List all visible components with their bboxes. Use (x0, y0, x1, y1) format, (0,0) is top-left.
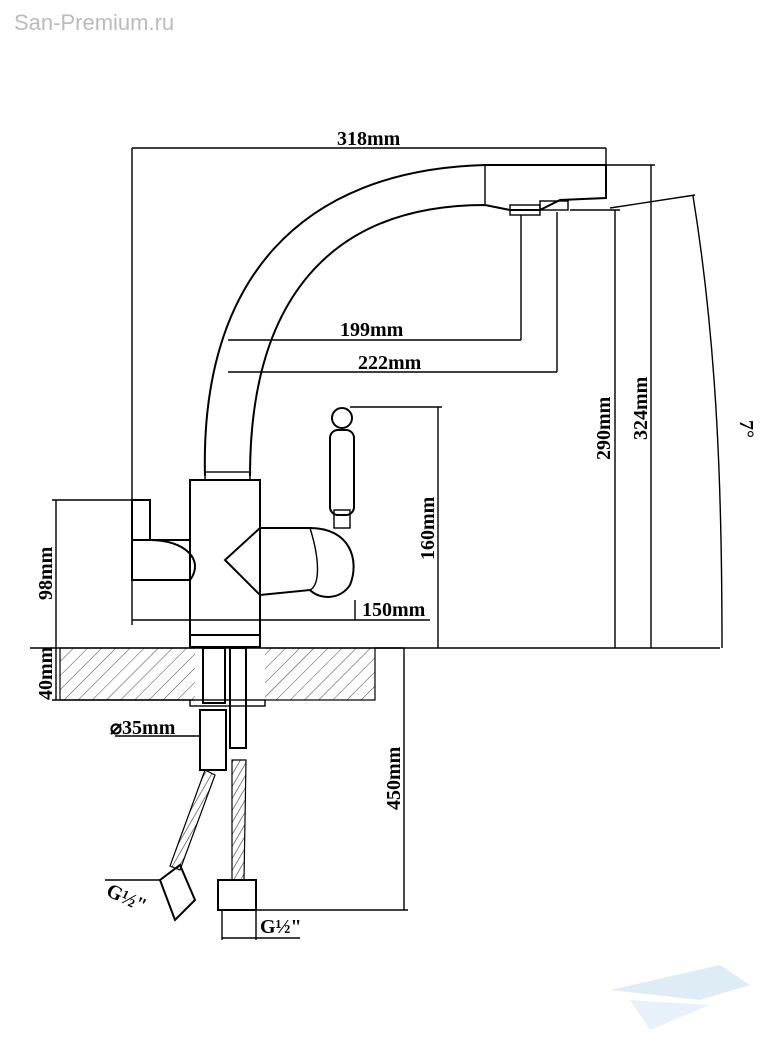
thread-left-label: G½" (103, 880, 150, 918)
faucet-body (131, 407, 355, 648)
watermark-text: San-Premium.ru (14, 10, 175, 35)
dim-222: 222mm (358, 352, 422, 374)
dim-diameter: ⌀35mm (110, 717, 176, 739)
countertop (30, 646, 720, 702)
dim-450: 450mm (383, 746, 405, 810)
brand-logo-icon (610, 965, 750, 1030)
dim-160: 160mm (417, 496, 439, 560)
dim-angle: 7° (735, 420, 757, 438)
dim-40: 40mm (35, 646, 57, 700)
dim-199: 199mm (340, 319, 404, 341)
spout (203, 164, 607, 481)
thread-right-label: G½" (260, 916, 302, 938)
dim-98: 98mm (35, 546, 57, 600)
dim-324: 324mm (630, 376, 652, 440)
dim-290: 290mm (593, 396, 615, 460)
hoses (158, 647, 266, 922)
dimension-lines (52, 147, 723, 940)
dim-318: 318mm (337, 128, 401, 150)
dim-150: 150mm (362, 599, 426, 621)
